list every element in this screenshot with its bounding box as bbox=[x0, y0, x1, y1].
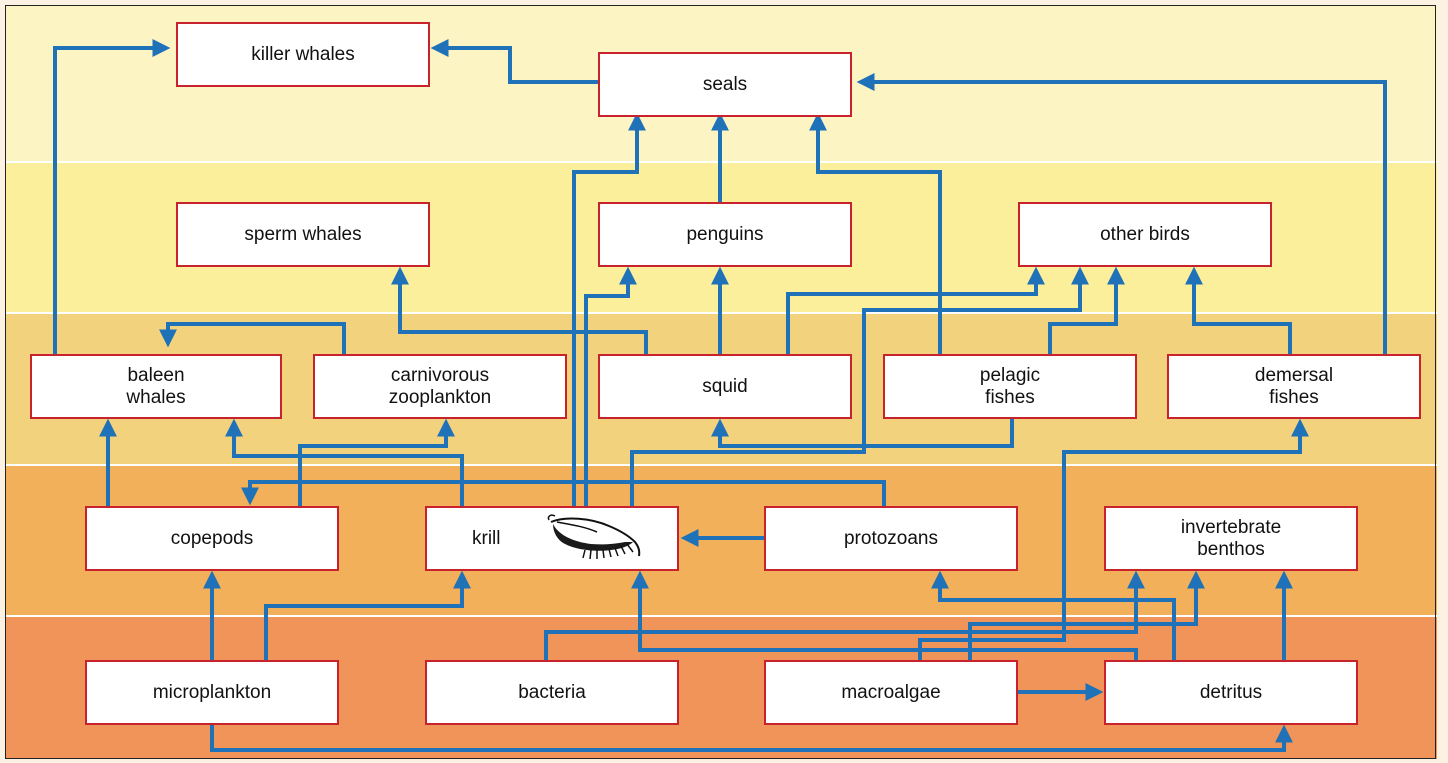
arrow-macroalgae-to-demersal-fishes bbox=[918, 418, 1309, 660]
arrow-demersal-fishes-to-other-birds bbox=[1185, 266, 1292, 354]
node-squid: squid bbox=[598, 354, 852, 419]
node-bacteria: bacteria bbox=[425, 660, 679, 725]
node-sperm-whales: sperm whales bbox=[176, 202, 430, 267]
arrow-microplankton-to-krill bbox=[264, 570, 471, 660]
link-krill-to-baleen-whales bbox=[225, 418, 464, 506]
link-baleen-whales-to-killer-whales bbox=[53, 39, 171, 354]
link-squid-to-other-birds bbox=[786, 266, 1045, 354]
link-bacteria-to-invertebrate-benthos bbox=[544, 570, 1145, 660]
link-macroalgae-to-demersal-fishes bbox=[918, 418, 1309, 660]
link-detritus-to-protozoans bbox=[931, 570, 1176, 660]
link-microplankton-to-krill bbox=[264, 570, 471, 660]
link-demersal-fishes-to-other-birds bbox=[1185, 266, 1292, 354]
arrow-squid-to-other-birds bbox=[786, 266, 1045, 354]
arrow-krill-to-other-birds bbox=[630, 266, 1089, 506]
link-pelagic-fishes-to-squid bbox=[711, 418, 1014, 448]
node-protozoans: protozoans bbox=[764, 506, 1018, 571]
link-microplankton-to-detritus bbox=[210, 724, 1293, 752]
node-microplankton: microplankton bbox=[85, 660, 339, 725]
node-pelagic-fishes: pelagic fishes bbox=[883, 354, 1137, 419]
band-divider bbox=[6, 615, 1437, 617]
node-other-birds: other birds bbox=[1018, 202, 1272, 267]
link-pelagic-fishes-to-seals bbox=[809, 112, 942, 354]
arrow-pelagic-fishes-to-other-birds bbox=[1048, 266, 1125, 354]
arrow-baleen-whales-to-killer-whales bbox=[53, 39, 171, 354]
link-krill-to-other-birds bbox=[630, 266, 1089, 506]
krill-icon bbox=[547, 514, 641, 560]
band-divider bbox=[6, 464, 1437, 466]
arrow-pelagic-fishes-to-squid bbox=[711, 418, 1014, 448]
link-squid-to-sperm-whales bbox=[391, 266, 648, 354]
arrow-copepods-to-carnivorous-zooplankton bbox=[298, 418, 455, 506]
node-carnivorous-zooplankton: carnivorous zooplankton bbox=[313, 354, 567, 419]
link-pelagic-fishes-to-other-birds bbox=[1048, 266, 1125, 354]
arrow-carnivorous-zooplankton-to-baleen-whales bbox=[159, 322, 346, 354]
node-detritus: detritus bbox=[1104, 660, 1358, 725]
arrow-protozoans-to-copepods bbox=[241, 480, 886, 506]
link-protozoans-to-copepods bbox=[241, 480, 886, 506]
node-krill-label: krill bbox=[472, 527, 501, 549]
arrow-krill-to-baleen-whales bbox=[225, 418, 464, 506]
node-seals: seals bbox=[598, 52, 852, 117]
link-detritus-to-krill bbox=[631, 570, 1138, 660]
node-penguins: penguins bbox=[598, 202, 852, 267]
arrow-microplankton-to-detritus bbox=[210, 724, 1293, 752]
arrow-macroalgae-to-invertebrate-benthos bbox=[968, 570, 1205, 660]
node-macroalgae: macroalgae bbox=[764, 660, 1018, 725]
node-copepods: copepods bbox=[85, 506, 339, 571]
link-demersal-fishes-to-seals bbox=[856, 73, 1387, 354]
node-krill: krill bbox=[425, 506, 679, 571]
arrow-krill-to-seals bbox=[572, 112, 646, 506]
arrow-demersal-fishes-to-seals bbox=[856, 73, 1387, 354]
arrow-seals-to-killer-whales bbox=[430, 39, 598, 84]
link-copepods-to-carnivorous-zooplankton bbox=[298, 418, 455, 506]
arrow-krill-to-penguins bbox=[584, 266, 637, 506]
arrow-pelagic-fishes-to-seals bbox=[809, 112, 942, 354]
arrow-bacteria-to-invertebrate-benthos bbox=[544, 570, 1145, 660]
node-baleen-whales: baleen whales bbox=[30, 354, 282, 419]
arrow-detritus-to-protozoans bbox=[931, 570, 1176, 660]
link-krill-to-penguins bbox=[584, 266, 637, 506]
link-carnivorous-zooplankton-to-baleen-whales bbox=[159, 322, 346, 354]
arrow-detritus-to-krill bbox=[631, 570, 1138, 660]
node-invertebrate-benthos: invertebrate benthos bbox=[1104, 506, 1358, 571]
node-demersal-fishes: demersal fishes bbox=[1167, 354, 1421, 419]
link-seals-to-killer-whales bbox=[430, 39, 598, 84]
arrow-squid-to-sperm-whales bbox=[391, 266, 648, 354]
link-krill-to-seals bbox=[572, 112, 646, 506]
node-killer-whales: killer whales bbox=[176, 22, 430, 87]
link-macroalgae-to-invertebrate-benthos bbox=[968, 570, 1205, 660]
